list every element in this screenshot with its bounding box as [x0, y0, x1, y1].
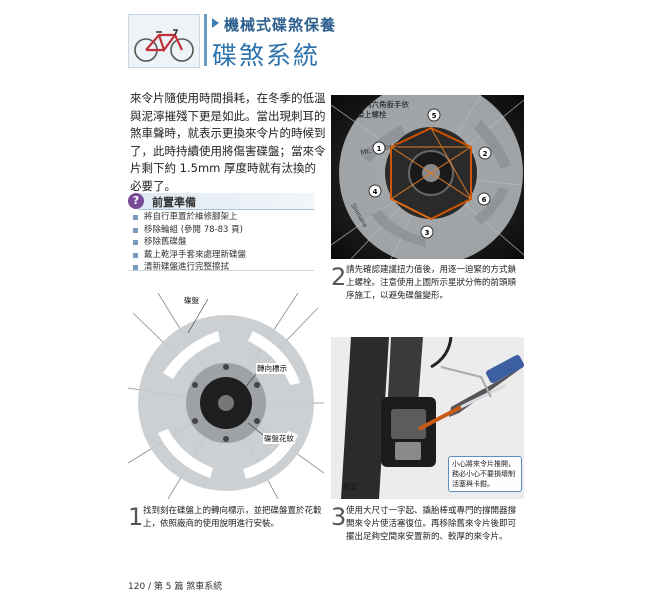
label-rotor: 碟盤 [184, 296, 199, 305]
section-subtitle: 機械式碟煞保養 [224, 16, 337, 34]
prep-item: 移除輪組 (參閱 78-83 頁) [132, 224, 312, 237]
step-text: 找到刻在碟盤上的轉向標示，並把碟盤置於花轂上，依照廠商的使用說明進行安裝。 [143, 506, 322, 529]
step-number: 1 [128, 503, 144, 531]
bolt-number: 1 [377, 145, 382, 153]
step-number: 2 [331, 263, 347, 291]
intro-paragraph: 來令片隨使用時間損耗，在冬季的低溫與泥濘摧殘下更是如此。當出現刺耳的煞車聲時，就… [130, 91, 326, 193]
prep-item: 清新碟盤進行完整擦拭 [132, 261, 312, 274]
caliper-note: 小心將來令片推開，務必小心不要損壞制活塞與卡鉗。 [448, 456, 522, 492]
prep-divider [128, 270, 314, 271]
bolt-callout: 使用內六角扳手依序鎖上螺栓 [349, 100, 409, 119]
prep-title: 前置準備 [152, 196, 196, 209]
rotor-bolt-photo: Mt. Rotor S Shimano 5 1 2 4 6 3 [331, 95, 524, 259]
header-divider [204, 14, 207, 66]
prep-item: 移除舊碟盤 [132, 236, 312, 249]
page-footer: 120 / 第 5 篇 煞車系統 [128, 582, 223, 592]
bolt-number: 5 [432, 112, 437, 120]
prep-header-bar [138, 193, 314, 210]
label-direction: 轉向標示 [256, 363, 288, 374]
rotor-hub-photo [128, 293, 324, 499]
bolt-number: 4 [373, 188, 378, 196]
step-text: 使用大尺寸一字起、撬胎棒或專門的撐開器撐開來令片使活塞復位。再移除舊來令片後即可… [346, 506, 517, 542]
bolt-number: 3 [425, 229, 430, 237]
header-arrow-icon [212, 18, 219, 28]
prep-list: 將自行車置於維修腳架上 移除輪組 (參閱 78-83 頁) 移除舊碟盤 戴上乾淨… [132, 211, 312, 274]
page-title: 碟煞系統 [212, 41, 321, 70]
bolt-number: 6 [482, 196, 487, 204]
prep-item: 將自行車置於維修腳架上 [132, 211, 312, 224]
label-fork: 前叉 [343, 482, 358, 491]
step-number: 3 [331, 503, 347, 531]
question-icon: ? [128, 193, 144, 209]
bolt-number: 2 [483, 150, 488, 158]
label-pattern: 碟盤花紋 [263, 433, 295, 444]
step-text: 請先確認建議扭力值後，用逐一迫緊的方式鎖上螺栓。注意使用上圖所示星狀分佈的前頭順… [346, 265, 517, 301]
bike-thumbnail [128, 14, 200, 68]
prep-item: 戴上乾淨手套來處理新碟盤 [132, 249, 312, 262]
